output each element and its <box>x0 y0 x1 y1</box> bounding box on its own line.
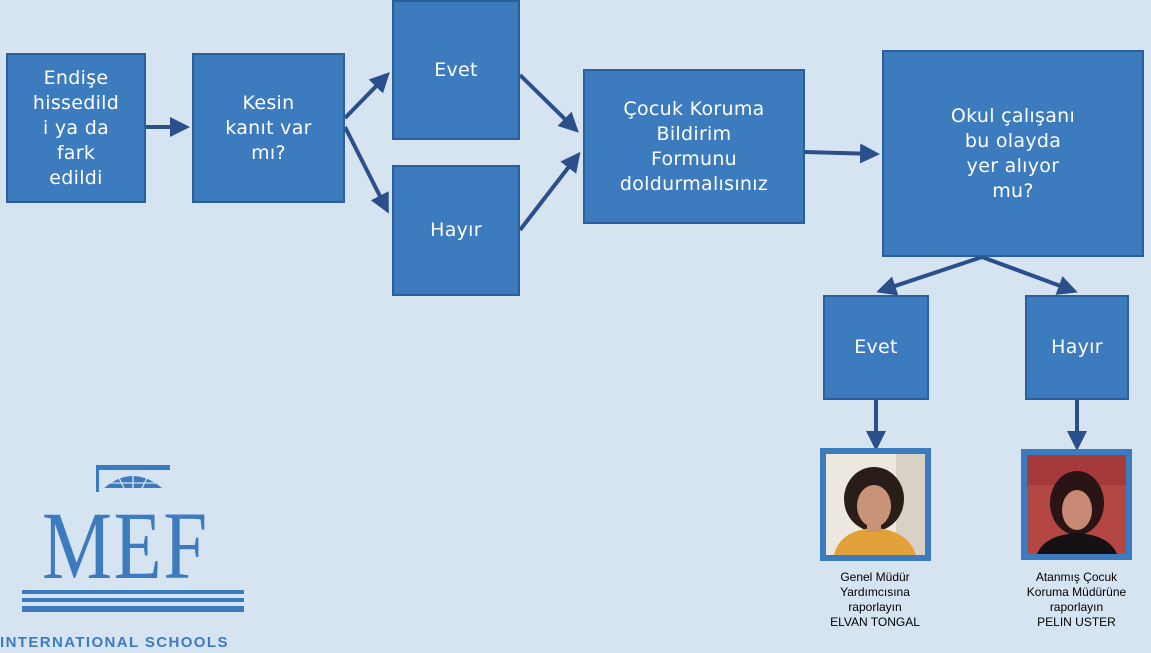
photo-pelin-uster <box>1021 449 1132 560</box>
node-evidence: Kesin kanıt var mı? <box>192 53 345 203</box>
logo-cap-bar <box>96 465 170 470</box>
node-evidence-label: Kesin kanıt var mı? <box>225 91 312 164</box>
node-form-label: Çocuk Koruma Bildirim Formunu doldurmalı… <box>619 97 769 195</box>
arrow-yes-to-form <box>518 73 579 133</box>
arrow-staff-to-yes <box>876 255 983 296</box>
node-no-2: Hayır <box>1025 295 1129 400</box>
arrow-staff-to-no <box>981 255 1078 295</box>
arrow-evidence-to-yes <box>343 72 390 120</box>
caption-left-contact: Genel Müdür Yardımcısına raporlayın ELVA… <box>830 570 920 629</box>
node-staff-label: Okul çalışanı bu olayda yer alıyor mu? <box>950 104 1076 202</box>
logo-subtitle: INTERNATIONAL SCHOOLS <box>0 634 229 651</box>
node-no-1: Hayır <box>392 165 520 296</box>
person-photo-right <box>1027 455 1126 554</box>
person-photo-left <box>826 454 925 555</box>
arrow-form-to-staff <box>804 143 880 164</box>
node-yes-1-label: Evet <box>434 58 478 81</box>
node-concern: Endişe hissedild i ya da fark edildi <box>6 53 146 203</box>
node-concern-label: Endişe hissedild i ya da fark edildi <box>32 66 120 189</box>
photo-elvan-tongal <box>820 448 931 561</box>
node-yes-2-label: Evet <box>854 336 898 358</box>
node-staff: Okul çalışanı bu olayda yer alıyor mu? <box>882 50 1144 257</box>
logo-tassel <box>96 470 99 492</box>
node-no-1-label: Hayır <box>430 219 482 241</box>
caption-right-contact: Atanmış Çocuk Koruma Müdürüne raporlayın… <box>1026 570 1127 629</box>
arrow-no-to-form <box>518 151 581 232</box>
node-yes-2: Evet <box>823 295 929 400</box>
mef-logo-mark <box>22 465 244 612</box>
node-no-2-label: Hayır <box>1051 336 1103 358</box>
logo-name: MEF <box>42 492 209 599</box>
node-form: Çocuk Koruma Bildirim Formunu doldurmalı… <box>583 69 805 224</box>
node-yes-1: Evet <box>392 0 520 140</box>
arrow-evidence-to-no <box>343 126 389 214</box>
